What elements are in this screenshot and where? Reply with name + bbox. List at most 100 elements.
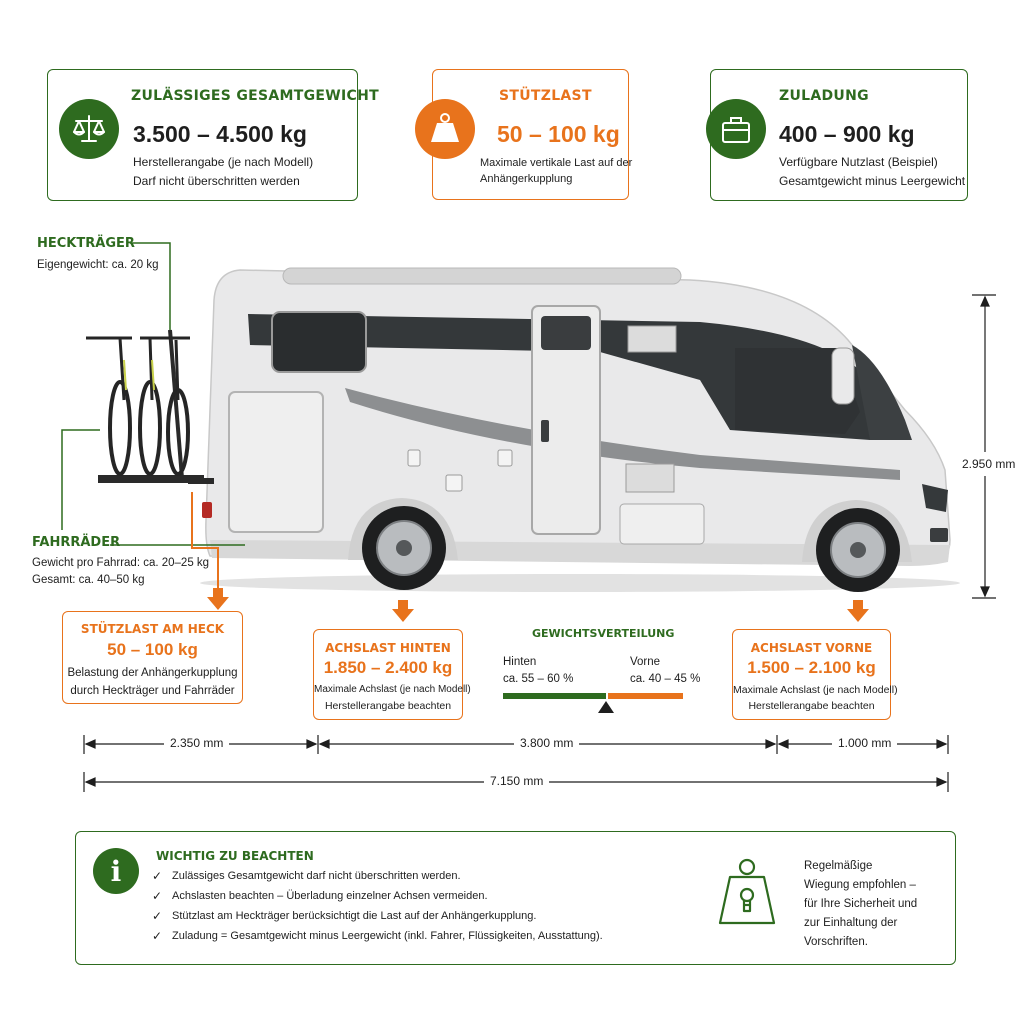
tail-light <box>202 502 212 518</box>
bike-carrier <box>98 329 214 484</box>
roof-vent <box>627 325 677 353</box>
fahrraeder-title: FAHRRÄDER <box>32 535 121 550</box>
distribution-bar-front <box>608 693 683 699</box>
arrow-rear-axle <box>392 600 414 622</box>
headlight <box>922 484 948 512</box>
notes-side-text: Regelmäßige Wiegung empfohlen – für Ihre… <box>804 857 917 952</box>
entry-door <box>531 305 601 535</box>
heck-orange-leader <box>191 492 219 590</box>
note-item: Achslasten beachten – Überladung einzeln… <box>152 886 603 906</box>
dim-overhang-front: 1.000 mm <box>832 736 898 750</box>
notes-title: WICHTIG ZU BEACHTEN <box>156 849 314 863</box>
distribution-front-value: ca. 40 – 45 % <box>630 673 701 685</box>
decor-stripe-grey <box>345 388 900 480</box>
achslast-hinten-line1: Maximale Achslast (je nach Modell) <box>314 684 471 695</box>
stuetzlast-value: 50 – 100 kg <box>497 121 620 147</box>
door-window <box>541 316 591 350</box>
stuetzlast-title: STÜTZLAST <box>499 88 592 104</box>
heckträger-leader <box>130 242 171 330</box>
notes-side-line: Wiegung empfohlen – <box>804 879 916 891</box>
notes-side-line: zur Einhaltung der <box>804 917 898 929</box>
door-handle <box>541 420 549 442</box>
note-item: Zuladung = Gesamtgewicht minus Leergewic… <box>152 926 603 946</box>
zuladung-value: 400 – 900 kg <box>779 121 915 147</box>
heckträger-weight: Eigengewicht: ca. 20 kg <box>37 259 159 271</box>
height-dimension <box>972 294 996 599</box>
front-wheel <box>816 508 900 592</box>
suitcase-icon <box>722 117 750 143</box>
height-value: 2.950 mm <box>960 457 1018 471</box>
bicycles <box>86 336 190 476</box>
stuetzlast-heck-box: STÜTZLAST AM HECK 50 – 100 kg Belastung … <box>62 611 243 704</box>
weight-icon <box>431 113 459 142</box>
distribution-bar <box>503 693 683 713</box>
stuetzlast-heck-value: 50 – 100 kg <box>107 640 198 659</box>
gesamtgewicht-line1: Herstellerangabe (je nach Modell) <box>133 155 314 169</box>
distribution-rear-value: ca. 55 – 60 % <box>503 673 574 685</box>
info-icon: i <box>93 848 139 894</box>
achslast-hinten-title: ACHSLAST HINTEN <box>325 641 451 655</box>
achslast-hinten-line2: Herstellerangabe beachten <box>324 700 452 712</box>
storage-hatch <box>228 391 324 533</box>
awning <box>282 267 682 285</box>
stuetzlast-heck-title: STÜTZLAST AM HECK <box>80 622 225 636</box>
fahrraeder-weight-each: Gewicht pro Fahrrad: ca. 20–25 kg <box>32 557 210 569</box>
achslast-hinten-box: ACHSLAST HINTEN 1.850 – 2.400 kg Maximal… <box>313 629 471 720</box>
distribution-bar-rear <box>503 693 606 699</box>
windshield <box>852 345 912 440</box>
scale-icon <box>73 115 105 142</box>
gesamtgewicht-title: ZULÄSSIGES GESAMTGEWICHT <box>131 88 379 104</box>
achslast-vorne-value: 1.500 – 2.100 kg <box>747 658 876 677</box>
achslast-vorne-box: ACHSLAST VORNE 1.500 – 2.100 kg Maximale… <box>732 629 898 720</box>
notes-side-line: für Ihre Sicherheit und <box>804 898 918 910</box>
zuladung-title: ZULADUNG <box>779 88 869 104</box>
distribution-pivot <box>598 701 614 713</box>
notes-box: i WICHTIG ZU BEACHTEN Zulässiges Gesamtg… <box>75 831 956 965</box>
side-vent <box>625 463 675 493</box>
bicycle-accents <box>123 359 155 391</box>
gesamtgewicht-line2: Darf nicht überschritten werden <box>133 174 300 188</box>
front-grill <box>930 528 948 542</box>
achslast-hinten-value: 1.850 – 2.400 kg <box>323 658 453 677</box>
stuetzlast-heck-line2: durch Heckträger und Fahrräder <box>70 685 235 697</box>
rear-window <box>271 311 367 373</box>
dim-wheelbase: 3.800 mm <box>514 736 580 750</box>
achslast-vorne-line2: Herstellerangabe beachten <box>748 700 875 712</box>
dim-overhang-rear: 2.350 mm <box>164 736 230 750</box>
decor-stripe-dark <box>248 314 870 440</box>
cab-side-window <box>735 348 860 434</box>
notes-side-line: Vorschriften. <box>804 936 868 948</box>
stuetzlast-icon-circle <box>415 99 475 159</box>
zuladung-icon-circle <box>706 99 766 159</box>
note-item: Stützlast am Heckträger berücksichtigt d… <box>152 906 603 926</box>
zuladung-line2: Gesamtgewicht minus Leergewicht <box>779 174 966 188</box>
small-hatch-3 <box>497 449 513 467</box>
gesamtgewicht-icon-circle <box>59 99 119 159</box>
notes-list: Zulässiges Gesamtgewicht darf nicht über… <box>152 866 603 946</box>
distribution-rear-label: Hinten <box>503 656 537 668</box>
side-mirror <box>831 347 855 405</box>
arrow-front-axle <box>847 600 869 622</box>
rear-wheel <box>362 506 446 590</box>
zuladung-line1: Verfügbare Nutzlast (Beispiel) <box>779 155 938 169</box>
small-hatch-2 <box>445 474 463 492</box>
heckträger-title: HECKTRÄGER <box>37 236 135 251</box>
stuetzlast-heck-line1: Belastung der Anhängerkupplung <box>67 667 238 679</box>
fahrraeder-weight-total: Gesamt: ca. 40–50 kg <box>32 574 145 586</box>
stuetzlast-line1: Maximale vertikale Last auf der <box>480 157 633 169</box>
dim-total: 7.150 mm <box>484 774 550 788</box>
weight-lock-icon <box>718 858 776 925</box>
note-item: Zulässiges Gesamtgewicht darf nicht über… <box>152 866 603 886</box>
achslast-vorne-title: ACHSLAST VORNE <box>750 641 873 655</box>
distribution-front-label: Vorne <box>630 656 661 668</box>
small-hatch-1 <box>407 449 421 467</box>
achslast-vorne-line1: Maximale Achslast (je nach Modell) <box>733 684 898 696</box>
fahrraeder-leader <box>61 429 100 530</box>
stuetzlast-line2: Anhängerkupplung <box>480 173 573 185</box>
distribution-title: GEWICHTSVERTEILUNG <box>532 627 675 640</box>
gesamtgewicht-value: 3.500 – 4.500 kg <box>133 121 307 147</box>
arrow-heck <box>207 588 229 610</box>
notes-side-line: Regelmäßige <box>804 860 873 872</box>
service-hatch <box>619 503 705 545</box>
